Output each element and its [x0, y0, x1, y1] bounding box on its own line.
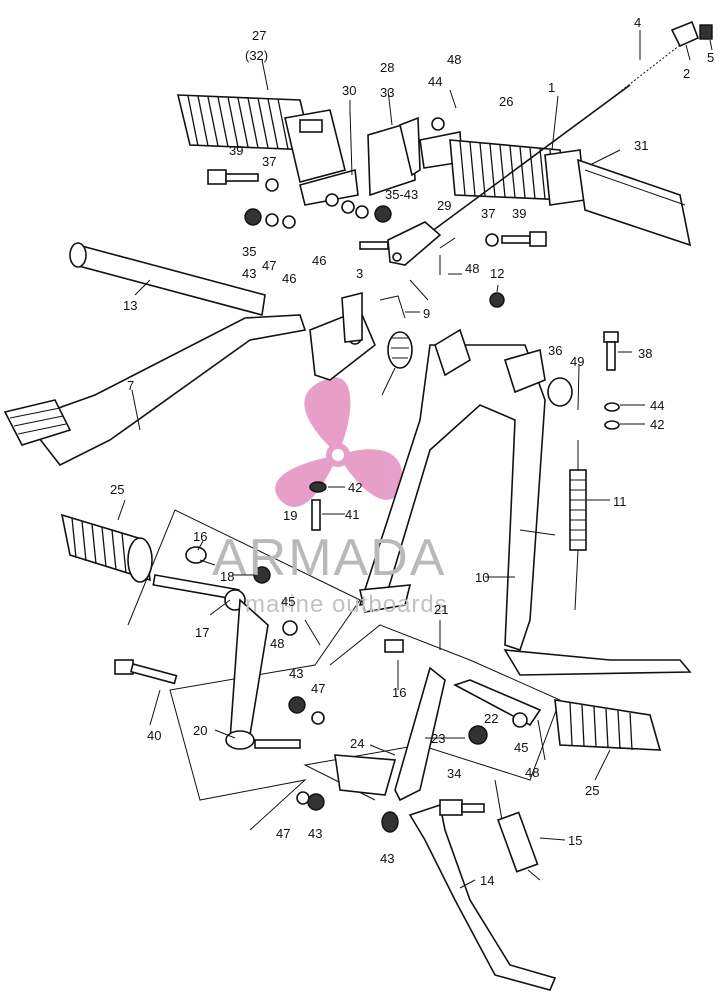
- callout-35-43: 35-43: [385, 187, 418, 202]
- callout-21: 21: [434, 602, 448, 617]
- callout-35: 35: [242, 244, 256, 259]
- callout-32: (32): [245, 48, 268, 63]
- callout-34: 34: [447, 766, 461, 781]
- callout-25-left: 25: [110, 482, 124, 497]
- callout-23: 23: [431, 731, 445, 746]
- spring-11: [569, 440, 587, 611]
- footpeg-rubber-lower-right: [554, 699, 662, 751]
- callout-17: 17: [195, 625, 209, 640]
- callout-2: 2: [683, 66, 690, 81]
- callout-42-right: 42: [650, 417, 664, 432]
- bolt-38: [309, 331, 620, 531]
- brake-rod: [419, 20, 713, 241]
- callout-31: 31: [634, 138, 648, 153]
- leader-lines: [117, 30, 713, 889]
- callout-49: 49: [570, 354, 584, 369]
- callout-3: 3: [356, 266, 363, 281]
- callout-47-mid: 47: [311, 681, 325, 696]
- callout-28: 28: [380, 60, 394, 75]
- footpeg-rubber-lower-left: [60, 513, 153, 583]
- callout-43-top: 43: [242, 266, 256, 281]
- callout-37-right: 37: [481, 206, 495, 221]
- callout-19: 19: [283, 508, 297, 523]
- callout-5: 5: [707, 50, 714, 65]
- side-stand: [381, 779, 557, 991]
- callout-24: 24: [350, 736, 364, 751]
- callout-20: 20: [193, 723, 207, 738]
- callout-43-mid: 43: [289, 666, 303, 681]
- callout-40: 40: [147, 728, 161, 743]
- footpeg-bar-31: [577, 158, 692, 247]
- callout-18: 18: [220, 569, 234, 584]
- watermark-tagline: marine outboards: [245, 591, 448, 618]
- brake-arm-29: [387, 221, 442, 266]
- callout-44-top: 44: [428, 74, 442, 89]
- callout-30: 30: [342, 83, 356, 98]
- callout-47-top: 47: [262, 258, 276, 273]
- callout-13: 13: [123, 298, 137, 313]
- callout-39-right: 39: [512, 206, 526, 221]
- callout-47-bottom: 47: [276, 826, 290, 841]
- callout-45-right: 45: [514, 740, 528, 755]
- callout-9: 9: [423, 306, 430, 321]
- bolt-39-right: [485, 231, 547, 247]
- callout-7: 7: [127, 378, 134, 393]
- bolt-40: [114, 659, 178, 685]
- callout-16-left: 16: [193, 529, 207, 544]
- callout-41: 41: [345, 507, 359, 522]
- bolt-39-left: [207, 169, 279, 192]
- main-stand: [358, 328, 692, 676]
- callout-36-right: 36: [548, 343, 562, 358]
- callout-48-mid: 48: [465, 261, 479, 276]
- callout-12: 12: [490, 266, 504, 281]
- callout-22: 22: [484, 711, 498, 726]
- pillion-bar-assembly: [127, 509, 361, 831]
- spring-9: [379, 295, 413, 396]
- nuts-washers-top: [244, 89, 505, 308]
- callout-4: 4: [634, 15, 641, 30]
- callout-48-top: 48: [447, 52, 461, 67]
- bracket-30: [299, 109, 359, 206]
- callout-25-right: 25: [585, 783, 599, 798]
- callout-10: 10: [475, 570, 489, 585]
- callout-37-left: 37: [262, 154, 276, 169]
- footpeg-rubber-right: [449, 139, 586, 206]
- watermark-logo: [275, 377, 403, 508]
- callout-42-mid: 42: [348, 480, 362, 495]
- callout-48-right: 48: [525, 765, 539, 780]
- callout-16-right: 16: [392, 685, 406, 700]
- pillion-bar-right: [303, 624, 561, 802]
- callout-44-right: 44: [650, 398, 664, 413]
- callout-15: 15: [568, 833, 582, 848]
- callout-46-mid: 46: [312, 253, 326, 268]
- callout-46-left: 46: [282, 271, 296, 286]
- callout-39-left: 39: [229, 143, 243, 158]
- callout-11: 11: [613, 494, 627, 509]
- callout-43-bottom-left: 43: [308, 826, 322, 841]
- callout-27: 27: [252, 28, 266, 43]
- footpeg-rubber-left: [176, 94, 346, 183]
- callout-1: 1: [548, 80, 555, 95]
- callout-45-left: 45: [281, 594, 295, 609]
- callout-43-bottom-right: 43: [380, 851, 394, 866]
- brake-pedal-7: [3, 291, 376, 467]
- shaft-13: [69, 242, 266, 317]
- callout-26: 26: [499, 94, 513, 109]
- callout-48-left: 48: [270, 636, 284, 651]
- bracket-28: [367, 116, 463, 197]
- callouts: 1 2 3 4 5 7 9 10 11 12 13 14 15 16 16 17…: [110, 15, 714, 888]
- callout-38: 38: [638, 346, 652, 361]
- callout-29: 29: [437, 198, 451, 213]
- watermark-brand: ARMADA: [212, 529, 446, 587]
- callout-14: 14: [480, 873, 494, 888]
- watermark-text: ARMADA marine outboards: [212, 529, 448, 618]
- callout-33: 33: [380, 85, 394, 100]
